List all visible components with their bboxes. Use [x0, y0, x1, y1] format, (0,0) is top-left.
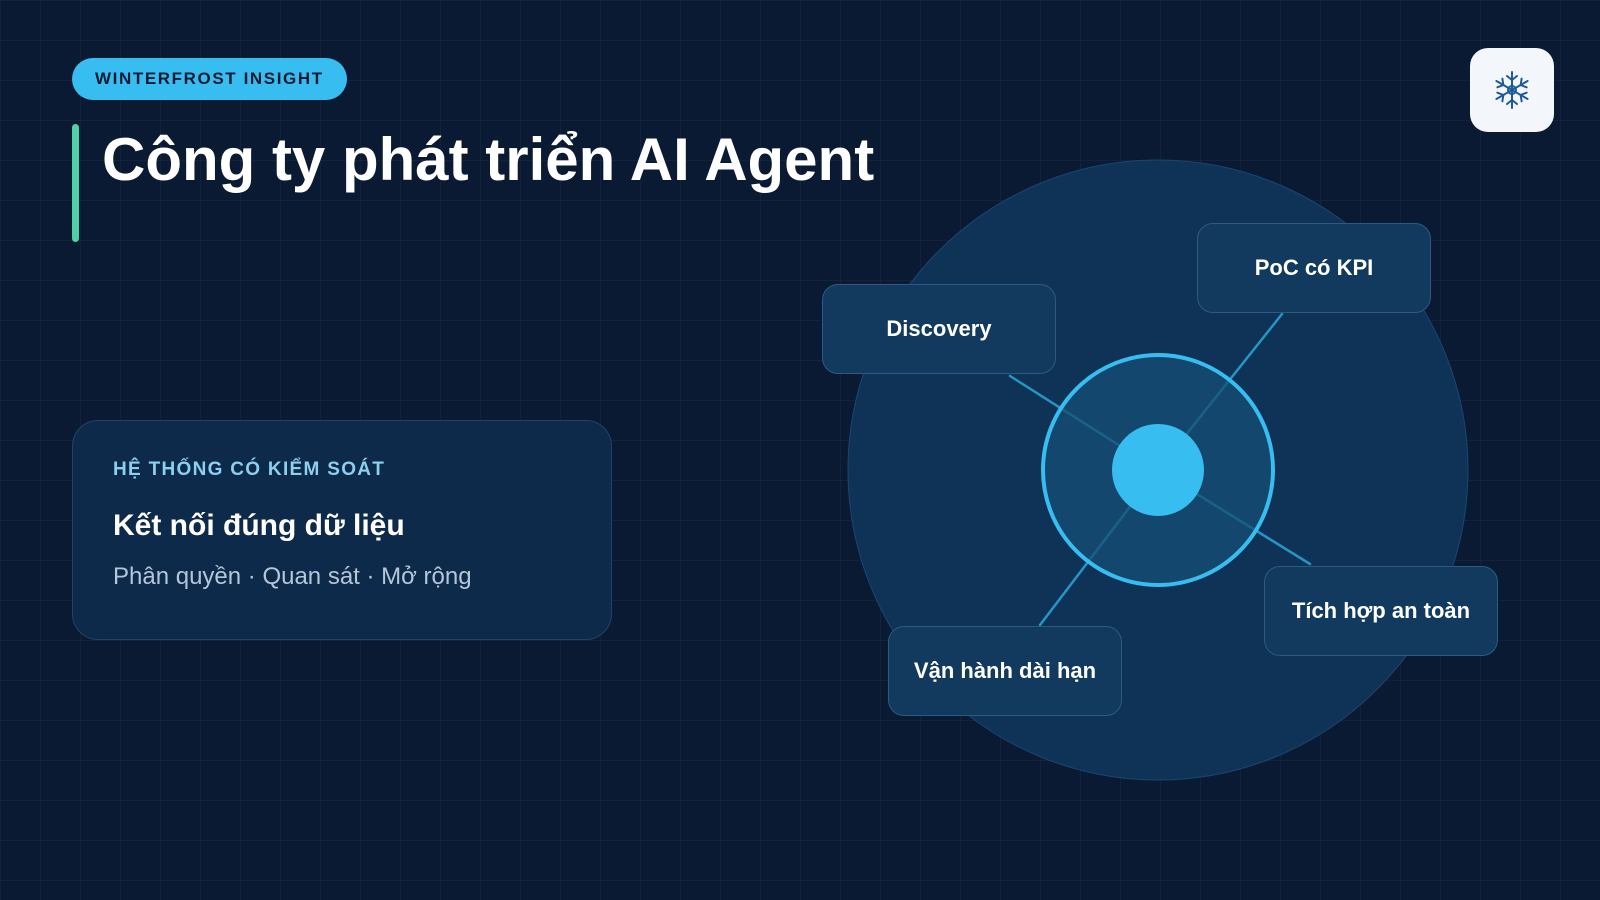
- node-label: Discovery: [886, 316, 992, 341]
- node-label: Tích hợp an toàn: [1291, 598, 1471, 623]
- card-heading: Kết nối đúng dữ liệu: [113, 509, 405, 542]
- title-accent-bar: [72, 124, 79, 242]
- card-eyebrow: HỆ THỐNG CÓ KIỂM SOÁT: [113, 459, 386, 480]
- brand-logo: [1470, 48, 1554, 132]
- brand-label: WINTERFROST INSIGHT: [95, 69, 324, 88]
- card-subtitle: Phân quyền · Quan sát · Mở rộng: [113, 563, 472, 590]
- node-label: PoC có KPI: [1254, 255, 1374, 280]
- snowflake-icon: [1495, 71, 1529, 109]
- page-title: Công ty phát triển AI Agent: [102, 126, 875, 193]
- brand-badge: WINTERFROST INSIGHT: [72, 58, 347, 100]
- node-discovery: Discovery: [822, 284, 1056, 374]
- node-safe-integration: Tích hợp an toàn: [1264, 566, 1498, 656]
- hub-core: [1112, 424, 1204, 516]
- node-poc-kpi: PoC có KPI: [1197, 223, 1431, 313]
- node-long-term-operation: Vận hành dài hạn: [888, 626, 1122, 716]
- node-label: Vận hành dài hạn: [913, 658, 1097, 683]
- info-card: HỆ THỐNG CÓ KIỂM SOÁT Kết nối đúng dữ li…: [72, 420, 612, 640]
